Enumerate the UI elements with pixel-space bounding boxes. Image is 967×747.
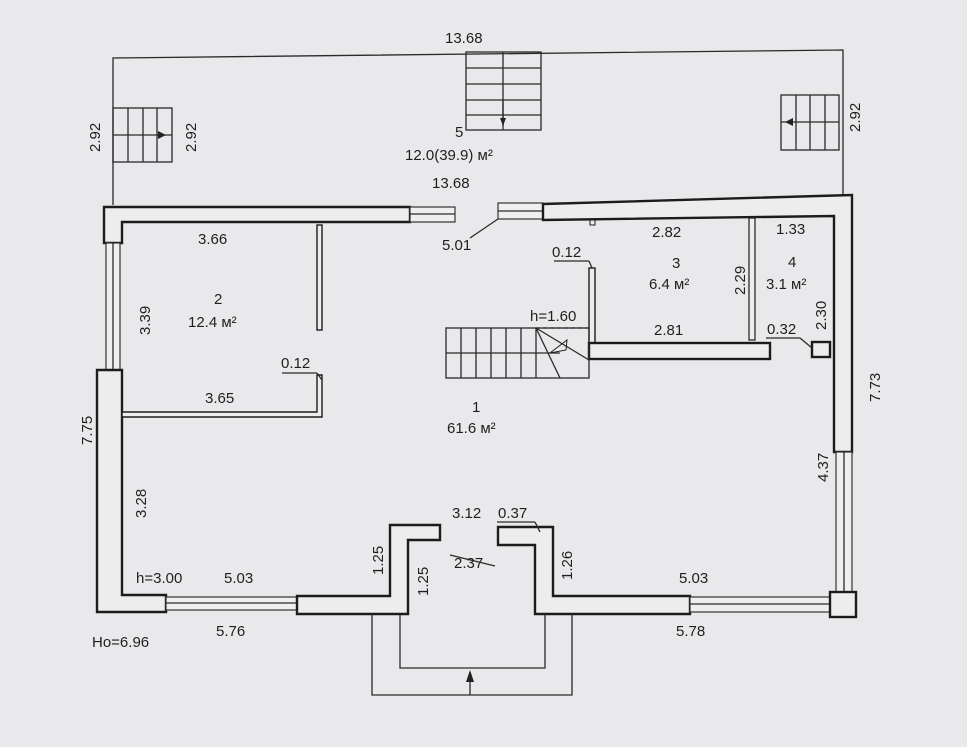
terrace-depth-left: 2.92 [87, 123, 104, 152]
room4-number: 4 [788, 254, 796, 271]
room3-width-bottom: 2.81 [654, 322, 683, 339]
room4-area: 3.1 м² [766, 276, 806, 293]
terrace-number: 5 [455, 124, 463, 141]
room2-height: 3.39 [137, 306, 154, 335]
room4-height: 2.30 [813, 301, 830, 330]
terrace-width-bottom: 13.68 [432, 175, 470, 192]
room1-number: 1 [472, 399, 480, 416]
room2-width-top: 3.66 [198, 231, 227, 248]
porch-left-b: 1.25 [415, 567, 432, 596]
left-total-dim: 7.75 [79, 416, 96, 445]
porch-left-a: 1.25 [370, 546, 387, 575]
ceiling-height: h=3.00 [136, 570, 182, 587]
room3-wall: 0.12 [552, 244, 581, 261]
door-top-dim: 5.01 [442, 237, 471, 254]
terrace-stair-depth-left: 2.92 [183, 123, 200, 152]
porch [371, 614, 573, 696]
room2-area: 12.4 м² [188, 314, 237, 331]
right-total-dim: 7.73 [867, 373, 884, 402]
bottom-right-outer: 5.78 [676, 623, 705, 640]
bottom-right-inner: 5.03 [679, 570, 708, 587]
interior-stair [445, 327, 590, 379]
terrace-stair-left [112, 107, 173, 163]
porch-depth: 2.37 [454, 555, 483, 572]
terrace-stair-right [780, 94, 840, 151]
room2-wall: 0.12 [281, 355, 310, 372]
room2-width-bottom: 3.65 [205, 390, 234, 407]
right-lower-dim: 4.37 [815, 453, 832, 482]
exterior-walls [95, 193, 858, 619]
room3-area: 6.4 м² [649, 276, 689, 293]
terrace-depth-right: 2.92 [847, 103, 864, 132]
stair-height: h=1.60 [530, 308, 576, 325]
terrace-stair-center [465, 51, 542, 131]
room3-number: 3 [672, 255, 680, 272]
room1-area: 61.6 м² [447, 420, 496, 437]
interior-walls [121, 217, 832, 418]
terrace-width-top: 13.68 [445, 30, 483, 47]
room3-width-top: 2.82 [652, 224, 681, 241]
left-lower-dim: 3.28 [133, 489, 150, 518]
room2-number: 2 [214, 291, 222, 308]
room3-height: 2.29 [732, 266, 749, 295]
bottom-left-inner: 5.03 [224, 570, 253, 587]
terrace-outline [112, 49, 844, 205]
room4-width: 1.33 [776, 221, 805, 238]
porch-width: 3.12 [452, 505, 481, 522]
porch-wall: 0.37 [498, 505, 527, 522]
elevation-label: Ho=6.96 [92, 634, 149, 651]
porch-right: 1.26 [559, 551, 576, 580]
bottom-left-outer: 5.76 [216, 623, 245, 640]
room4-column: 0.32 [767, 321, 796, 338]
terrace-area: 12.0(39.9) м² [405, 147, 493, 164]
